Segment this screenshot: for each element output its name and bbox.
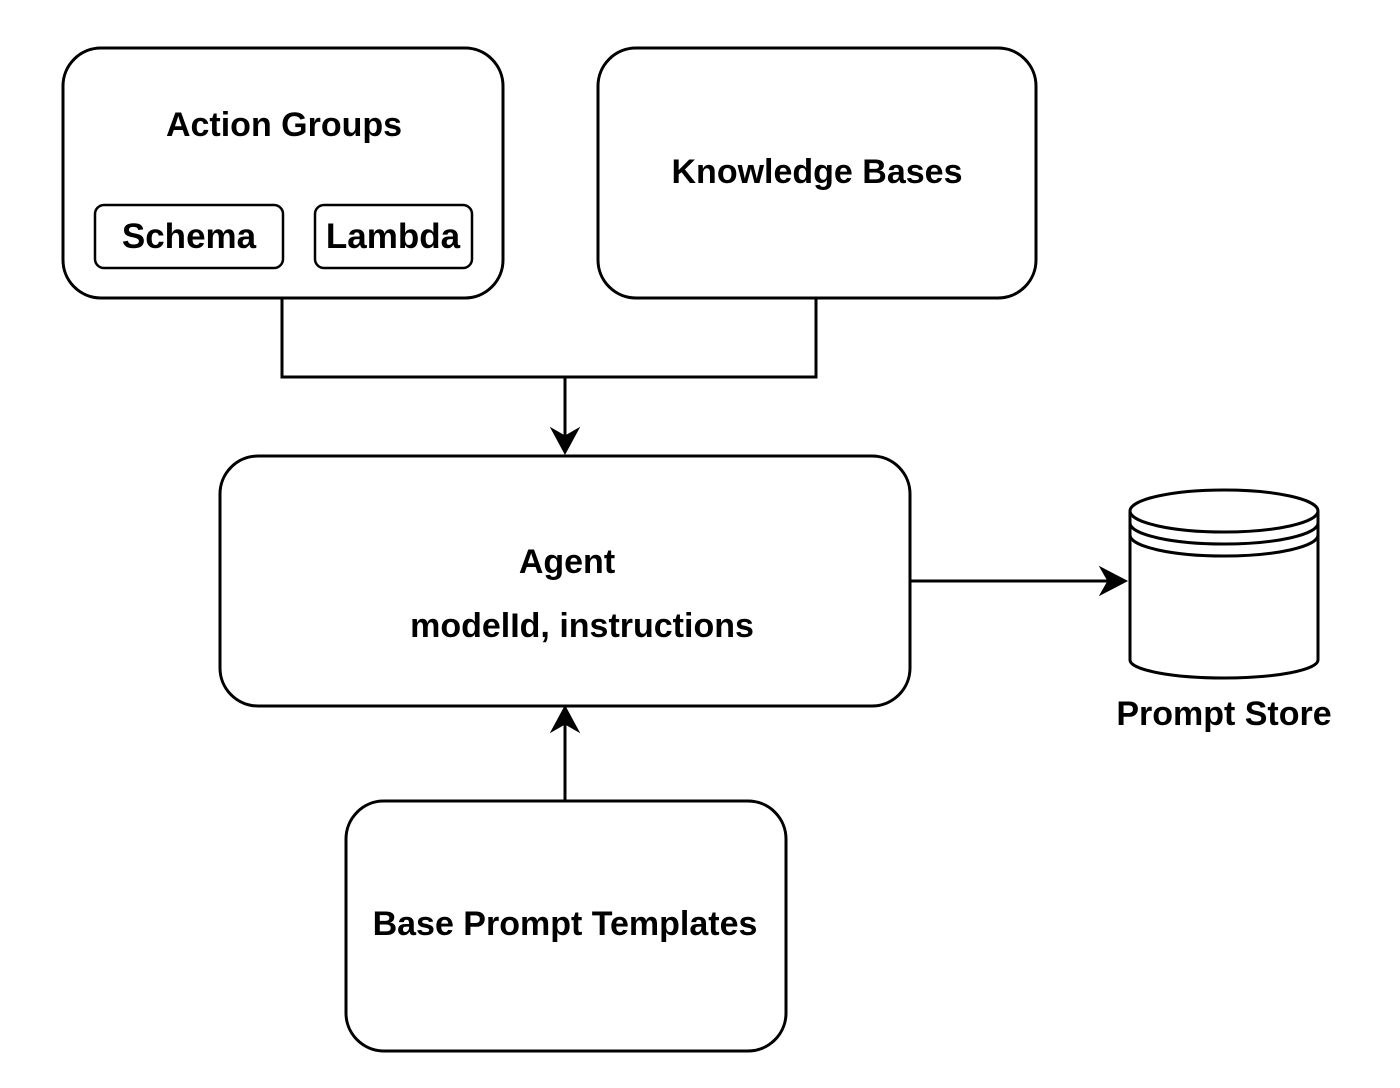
lambda-box [313, 203, 474, 270]
agent-box [218, 454, 912, 708]
lambda-label: Lambda [326, 217, 461, 256]
schema-box [93, 203, 285, 270]
cylinder-top [1128, 488, 1320, 534]
cylinder-ring-1 [1128, 522, 1320, 546]
cylinder-body [1128, 511, 1320, 680]
database-icon [1128, 488, 1320, 680]
connector-templates-to-agent [549, 704, 581, 800]
agent-title: Agent [519, 543, 615, 581]
knowledge-bases-title: Knowledge Bases [672, 153, 963, 191]
schema-label: Schema [122, 217, 257, 256]
knowledge-bases-box [596, 46, 1038, 300]
edge-knowledge-bases-to-agent [565, 297, 818, 379]
arrowhead-into-agent-top [549, 426, 581, 456]
arrowhead-into-prompt-store [1098, 565, 1129, 597]
base-prompt-templates-title: Base Prompt Templates [373, 905, 758, 943]
node-base-prompt-templates[interactable]: Base Prompt Templates [344, 799, 788, 1053]
edge-action-groups-to-agent [280, 297, 565, 379]
base-prompt-templates-box [344, 799, 788, 1053]
cylinder-ring-2 [1128, 534, 1320, 558]
node-lambda[interactable]: Lambda [313, 203, 474, 270]
action-groups-title: Action Groups [166, 106, 402, 144]
agent-subtitle: modelId, instructions [410, 607, 754, 645]
connector-top-merge [280, 297, 818, 456]
node-prompt-store[interactable]: Prompt Store [1116, 488, 1332, 733]
arrowhead-into-agent-bottom [549, 704, 581, 734]
prompt-store-label: Prompt Store [1116, 695, 1331, 733]
node-schema[interactable]: Schema [93, 203, 285, 270]
connector-agent-to-prompt-store [910, 565, 1129, 597]
node-agent[interactable]: Agent modelId, instructions [218, 454, 912, 708]
node-knowledge-bases[interactable]: Knowledge Bases [596, 46, 1038, 300]
node-action-groups[interactable]: Action Groups Schema Lambda [61, 46, 505, 300]
